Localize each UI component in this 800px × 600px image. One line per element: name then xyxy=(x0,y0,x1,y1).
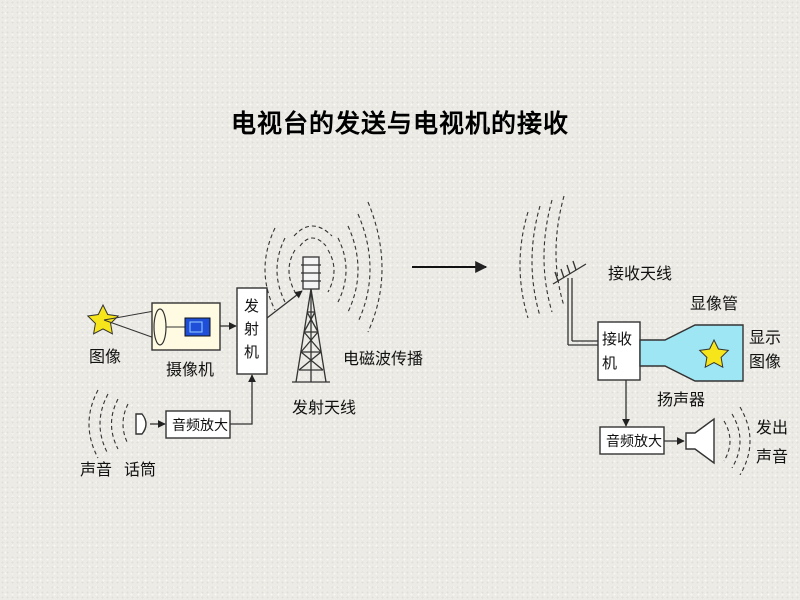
transmitter-label-3: 机 xyxy=(244,343,259,361)
crt-label: 显像管 xyxy=(690,294,738,313)
receiver-audio-amp-box xyxy=(599,426,665,455)
microphone-icon xyxy=(135,413,147,435)
sound-out-label-1: 发出 xyxy=(756,418,788,437)
diagram-title: 电视台的发送与电视机的接收 xyxy=(230,109,569,138)
camera-label: 摄像机 xyxy=(166,360,214,379)
incoming-waves-icon xyxy=(519,195,565,319)
display-star-icon xyxy=(698,338,730,369)
transmitter-label-2: 射 xyxy=(244,320,259,338)
transmitter-label-1: 发 xyxy=(244,297,259,315)
display-label-1: 显示 xyxy=(749,328,781,347)
receiver-label-2: 机 xyxy=(602,354,617,372)
transmit-antenna-icon xyxy=(292,256,330,383)
sound-waves-icon xyxy=(88,389,129,459)
receiver-box xyxy=(597,321,641,381)
speaker-icon xyxy=(685,417,715,465)
receiver-audio-amp-label: 音频放大 xyxy=(606,433,662,450)
receive-antenna-icon xyxy=(552,260,598,346)
crt-tube xyxy=(639,324,744,382)
transmitter-box xyxy=(236,287,268,375)
camera xyxy=(151,302,221,351)
speaker-sound-waves-icon xyxy=(723,406,751,476)
sound-label: 声音 xyxy=(80,460,112,479)
transmit-antenna-label: 发射天线 xyxy=(292,398,356,417)
speaker-label: 扬声器 xyxy=(657,390,705,409)
sound-out-label-2: 声音 xyxy=(756,447,788,466)
propagation-label: 电磁波传播 xyxy=(343,349,423,368)
display-label-2: 图像 xyxy=(749,352,781,371)
receive-antenna-label: 接收天线 xyxy=(608,264,672,283)
camera-sensor-icon xyxy=(184,317,211,337)
audio-amp-label: 音频放大 xyxy=(172,417,228,434)
receiver-label-1: 接收 xyxy=(602,330,632,348)
scene-star-icon xyxy=(86,303,120,335)
image-label: 图像 xyxy=(89,347,121,366)
microphone-label: 话筒 xyxy=(124,460,156,479)
radio-waves-icon xyxy=(264,201,383,333)
